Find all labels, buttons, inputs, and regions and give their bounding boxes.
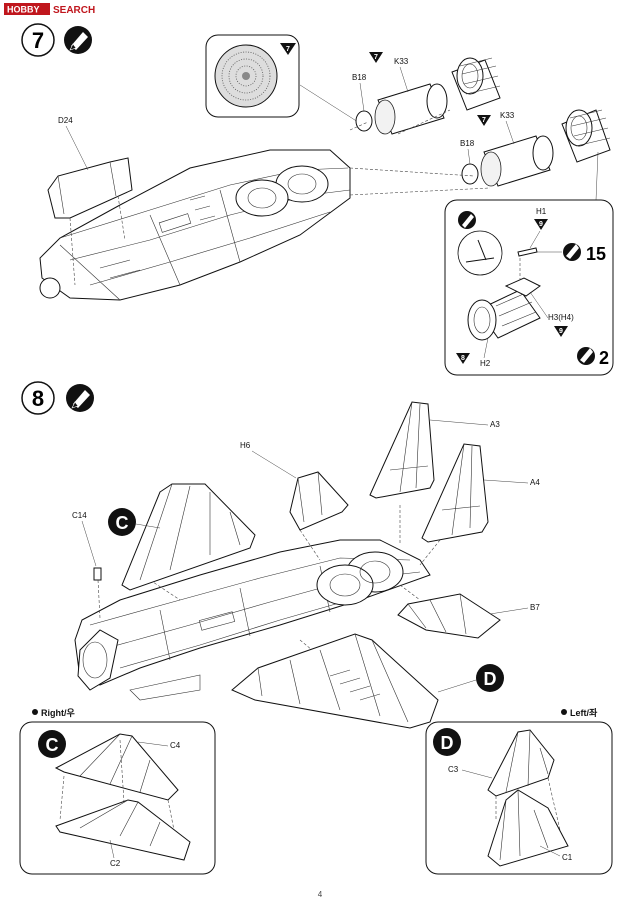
sub-assembly-right: Right/우 C C4 C2 <box>19 708 216 875</box>
part-c2: C2 <box>110 859 121 868</box>
step-8-number: 8 <box>32 386 44 411</box>
part-c1: C1 <box>562 853 573 862</box>
detail-h1-marker: 9 <box>539 221 543 228</box>
sub-assembly-left: Left/좌 D C3 C1 <box>425 707 613 875</box>
step-7-number: 7 <box>32 28 44 53</box>
part-a3-shape <box>369 401 435 499</box>
sub-left-callout: D <box>441 733 454 753</box>
step-7-badge <box>21 23 55 57</box>
part-c4: C4 <box>170 741 181 750</box>
part-b18-low: B18 <box>460 139 475 148</box>
part-b7: B7 <box>530 603 540 612</box>
marker-top: 7 <box>374 54 378 61</box>
watermark-badge <box>4 3 50 15</box>
sub-right-callout: C <box>46 735 59 755</box>
part-d24: D24 <box>58 116 73 125</box>
part-h6: H6 <box>240 441 251 450</box>
part-a3: A3 <box>490 420 500 429</box>
sub-right-label: Right/우 <box>41 708 75 718</box>
part-c14: C14 <box>72 511 87 520</box>
part-a4: A4 <box>530 478 540 487</box>
detail-h2: H2 <box>480 359 491 368</box>
part-k33-top: K33 <box>394 57 409 66</box>
detail-box-nozzle: 9 H1 15 8 H2 H3(H4) 9 <box>444 199 614 376</box>
inset-marker: 7 <box>286 46 290 53</box>
detail-count-a: 15 <box>586 244 606 264</box>
wing-c-step8 <box>121 483 256 591</box>
watermark-brand: HOBBY <box>7 5 40 15</box>
detail-inset-top: 7 <box>205 34 300 118</box>
part-a4-shape <box>421 443 489 543</box>
glue-icon <box>64 26 92 54</box>
wing-d-step8 <box>231 633 439 729</box>
callout-d-step8: D <box>484 669 497 689</box>
detail-h2-marker: 8 <box>461 355 465 362</box>
step-7: 7 D24 <box>21 23 614 376</box>
part-c3: C3 <box>448 765 459 774</box>
part-b18-top: B18 <box>352 73 367 82</box>
callout-c-step8: C <box>116 513 129 533</box>
part-h6-shape <box>289 471 349 531</box>
fuselage-step7 <box>39 149 351 301</box>
part-c14-shape <box>93 567 102 619</box>
marker-low: 7 <box>482 117 486 124</box>
fuselage-step8 <box>74 539 431 701</box>
watermark: HOBBY SEARCH <box>4 3 95 16</box>
glue-icon <box>66 384 94 412</box>
detail-h1: H1 <box>536 207 547 216</box>
detail-h3-marker: 9 <box>559 328 563 335</box>
part-b7-shape <box>397 593 501 639</box>
detail-count-b: 2 <box>599 348 609 368</box>
part-k33-low: K33 <box>500 111 515 120</box>
cut-icon <box>458 211 476 229</box>
page-number: 4 <box>318 890 323 899</box>
watermark-suffix: SEARCH <box>53 5 95 16</box>
exhaust-assembly-top <box>349 57 501 135</box>
step-8-badge <box>21 381 55 415</box>
step-8: 8 <box>21 381 540 729</box>
exhaust-assembly-low <box>349 109 611 196</box>
detail-h3h4: H3(H4) <box>548 313 574 322</box>
sub-left-label: Left/좌 <box>570 707 598 718</box>
cement-icon <box>563 243 581 261</box>
cement-icon <box>577 347 595 365</box>
